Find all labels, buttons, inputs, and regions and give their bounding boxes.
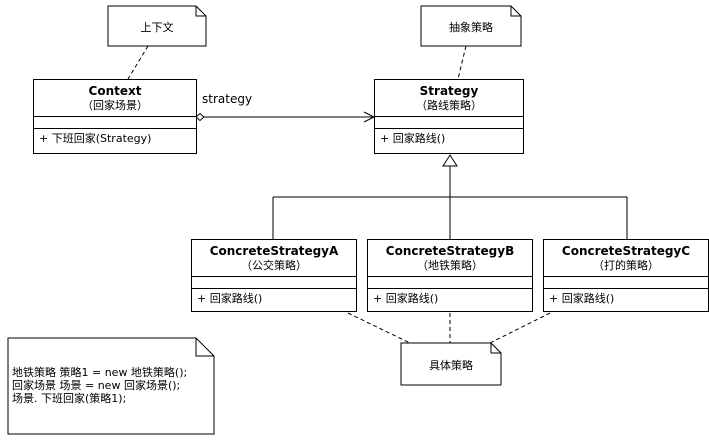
strategy-class-cn-name: （路线策略） [416, 99, 482, 112]
strategy-class-header: Strategy （路线策略） [375, 80, 523, 117]
code-note-text: 地铁策略 策略1 = new 地铁策略(); 回家场景 场景 = new 回家场… [12, 366, 187, 405]
context-note-shape [107, 5, 207, 47]
code-line-3: 场景. 下班回家(策略1); [12, 392, 127, 405]
concrete-strategy-c-header: ConcreteStrategyC （打的策略） [544, 240, 708, 277]
code-line-2: 回家场景 场景 = new 回家场景(); [12, 379, 181, 392]
concrete-strategy-c-operation: + 回家路线() [549, 292, 615, 305]
concrete-strategy-c-cn-name: （打的策略） [593, 259, 659, 272]
strategy-attributes [375, 117, 523, 129]
context-class-header: Context （回家场景） [34, 80, 196, 117]
code-note-shape [7, 337, 215, 435]
concrete-strategy-c-class: ConcreteStrategyC （打的策略） + 回家路线() [543, 239, 709, 312]
concrete-strategy-a-header: ConcreteStrategyA （公交策略） [192, 240, 356, 277]
strategy-class-name: Strategy [419, 84, 479, 98]
context-class-name: Context [88, 84, 142, 98]
concrete-strategy-b-name: ConcreteStrategyB [385, 244, 515, 258]
code-line-1: 地铁策略 策略1 = new 地铁策略(); [12, 366, 188, 379]
concrete-strategy-b-cn-name: （地铁策略） [417, 259, 483, 272]
concrete-strategy-c-name: ConcreteStrategyC [561, 244, 691, 258]
association-label: strategy [202, 92, 253, 106]
concrete-note-text: 具体策略 [429, 359, 473, 372]
concrete-strategy-c-attributes [544, 277, 708, 289]
concrete-note-shape [400, 342, 502, 386]
context-class-cn-name: （回家场景） [82, 99, 148, 112]
context-note-text: 上下文 [140, 21, 174, 34]
concrete-strategy-b-header: ConcreteStrategyB （地铁策略） [368, 240, 532, 277]
context-operation: + 下班回家(Strategy) [39, 132, 152, 145]
association-line [195, 111, 376, 123]
context-class: Context （回家场景） + 下班回家(Strategy) [33, 79, 197, 154]
note-anchors [127, 45, 551, 344]
concrete-strategy-b-operation: + 回家路线() [373, 292, 439, 305]
concrete-strategy-a-operation: + 回家路线() [197, 292, 263, 305]
strategy-note-text: 抽象策略 [449, 21, 493, 34]
concrete-strategy-b-class: ConcreteStrategyB （地铁策略） + 回家路线() [367, 239, 533, 312]
context-attributes [34, 117, 196, 129]
strategy-operation: + 回家路线() [380, 132, 446, 145]
concrete-strategy-b-attributes [368, 277, 532, 289]
strategy-class: Strategy （路线策略） + 回家路线() [374, 79, 524, 154]
concrete-strategy-a-attributes [192, 277, 356, 289]
concrete-strategy-a-class: ConcreteStrategyA （公交策略） + 回家路线() [191, 239, 357, 312]
concrete-strategy-a-cn-name: （公交策略） [241, 259, 307, 272]
concrete-strategy-a-name: ConcreteStrategyA [209, 244, 339, 258]
generalization-tree [272, 154, 628, 239]
strategy-note-shape [420, 5, 522, 47]
